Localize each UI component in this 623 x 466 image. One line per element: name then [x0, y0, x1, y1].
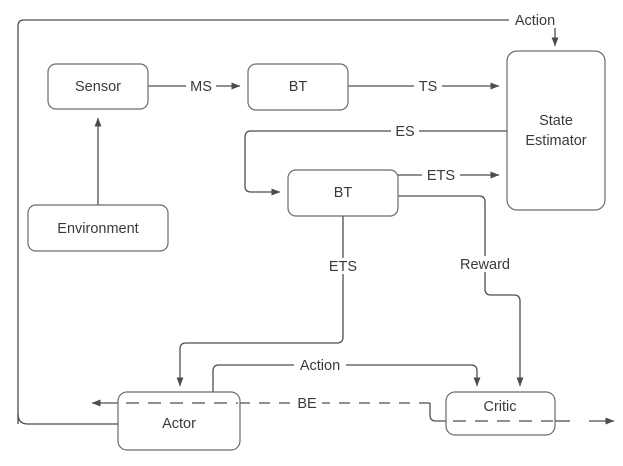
node-bt-lower[interactable]: BT [287, 169, 399, 217]
edge-reward: Reward [398, 195, 524, 387]
label-bg-ets-lower [324, 258, 362, 274]
node-state-estimator-label-line1: State [539, 113, 573, 129]
label-bg-ets-upper [422, 167, 460, 183]
node-sensor[interactable]: Sensor [47, 63, 149, 110]
edge-action-critic: Action [212, 357, 481, 392]
node-sensor-rect[interactable] [47, 63, 149, 110]
node-state-estimator[interactable]: State Estimator [506, 50, 606, 211]
node-critic[interactable]: Critic [445, 391, 556, 436]
node-state-estimator-label-line2: Estimator [525, 133, 586, 149]
edge-label-reward: Reward [460, 257, 510, 273]
label-bg-ms [186, 78, 216, 94]
label-bg-action-critic [294, 357, 346, 373]
label-bg-action-top [509, 12, 561, 28]
edge-be: BE [240, 395, 446, 422]
node-actor[interactable]: Actor [117, 391, 241, 451]
edge-label-es: ES [395, 124, 414, 140]
edge-ts: TS [348, 78, 500, 95]
label-bg-be [292, 395, 322, 411]
label-bg-reward [454, 256, 516, 272]
edge-label-ets-upper: ETS [427, 168, 455, 184]
label-bg-es [391, 123, 419, 139]
node-critic-label: Critic [483, 399, 516, 415]
edge-label-ms: MS [190, 79, 212, 95]
node-bt-top-label: BT [289, 79, 308, 95]
node-actor-label: Actor [162, 416, 196, 432]
edge-ets-upper: ETS [398, 167, 500, 184]
edge-ms: MS [148, 78, 241, 95]
node-bt-top-rect[interactable] [247, 63, 349, 111]
edge-ets-lower: ETS [176, 216, 362, 387]
node-environment-rect[interactable] [27, 204, 169, 252]
edge-action-top: Action [17, 12, 561, 424]
edge-label-action-critic: Action [300, 358, 340, 374]
edge-label-be: BE [297, 396, 317, 412]
edge-label-ts: TS [419, 79, 438, 95]
edge-es: ES [244, 123, 507, 196]
node-state-estimator-rect[interactable] [506, 50, 606, 211]
node-critic-rect[interactable] [445, 391, 556, 436]
node-sensor-label: Sensor [75, 79, 121, 95]
node-actor-rect[interactable] [117, 391, 241, 451]
node-environment-label: Environment [57, 221, 138, 237]
node-bt-lower-label: BT [334, 185, 353, 201]
node-bt-top[interactable]: BT [247, 63, 349, 111]
node-bt-lower-rect[interactable] [287, 169, 399, 217]
edge-label-action-top: Action [515, 13, 555, 29]
node-environment[interactable]: Environment [27, 204, 169, 252]
edge-actor-left-feed [17, 413, 118, 425]
edge-label-ets-lower: ETS [329, 259, 357, 275]
label-bg-ts [414, 78, 442, 94]
